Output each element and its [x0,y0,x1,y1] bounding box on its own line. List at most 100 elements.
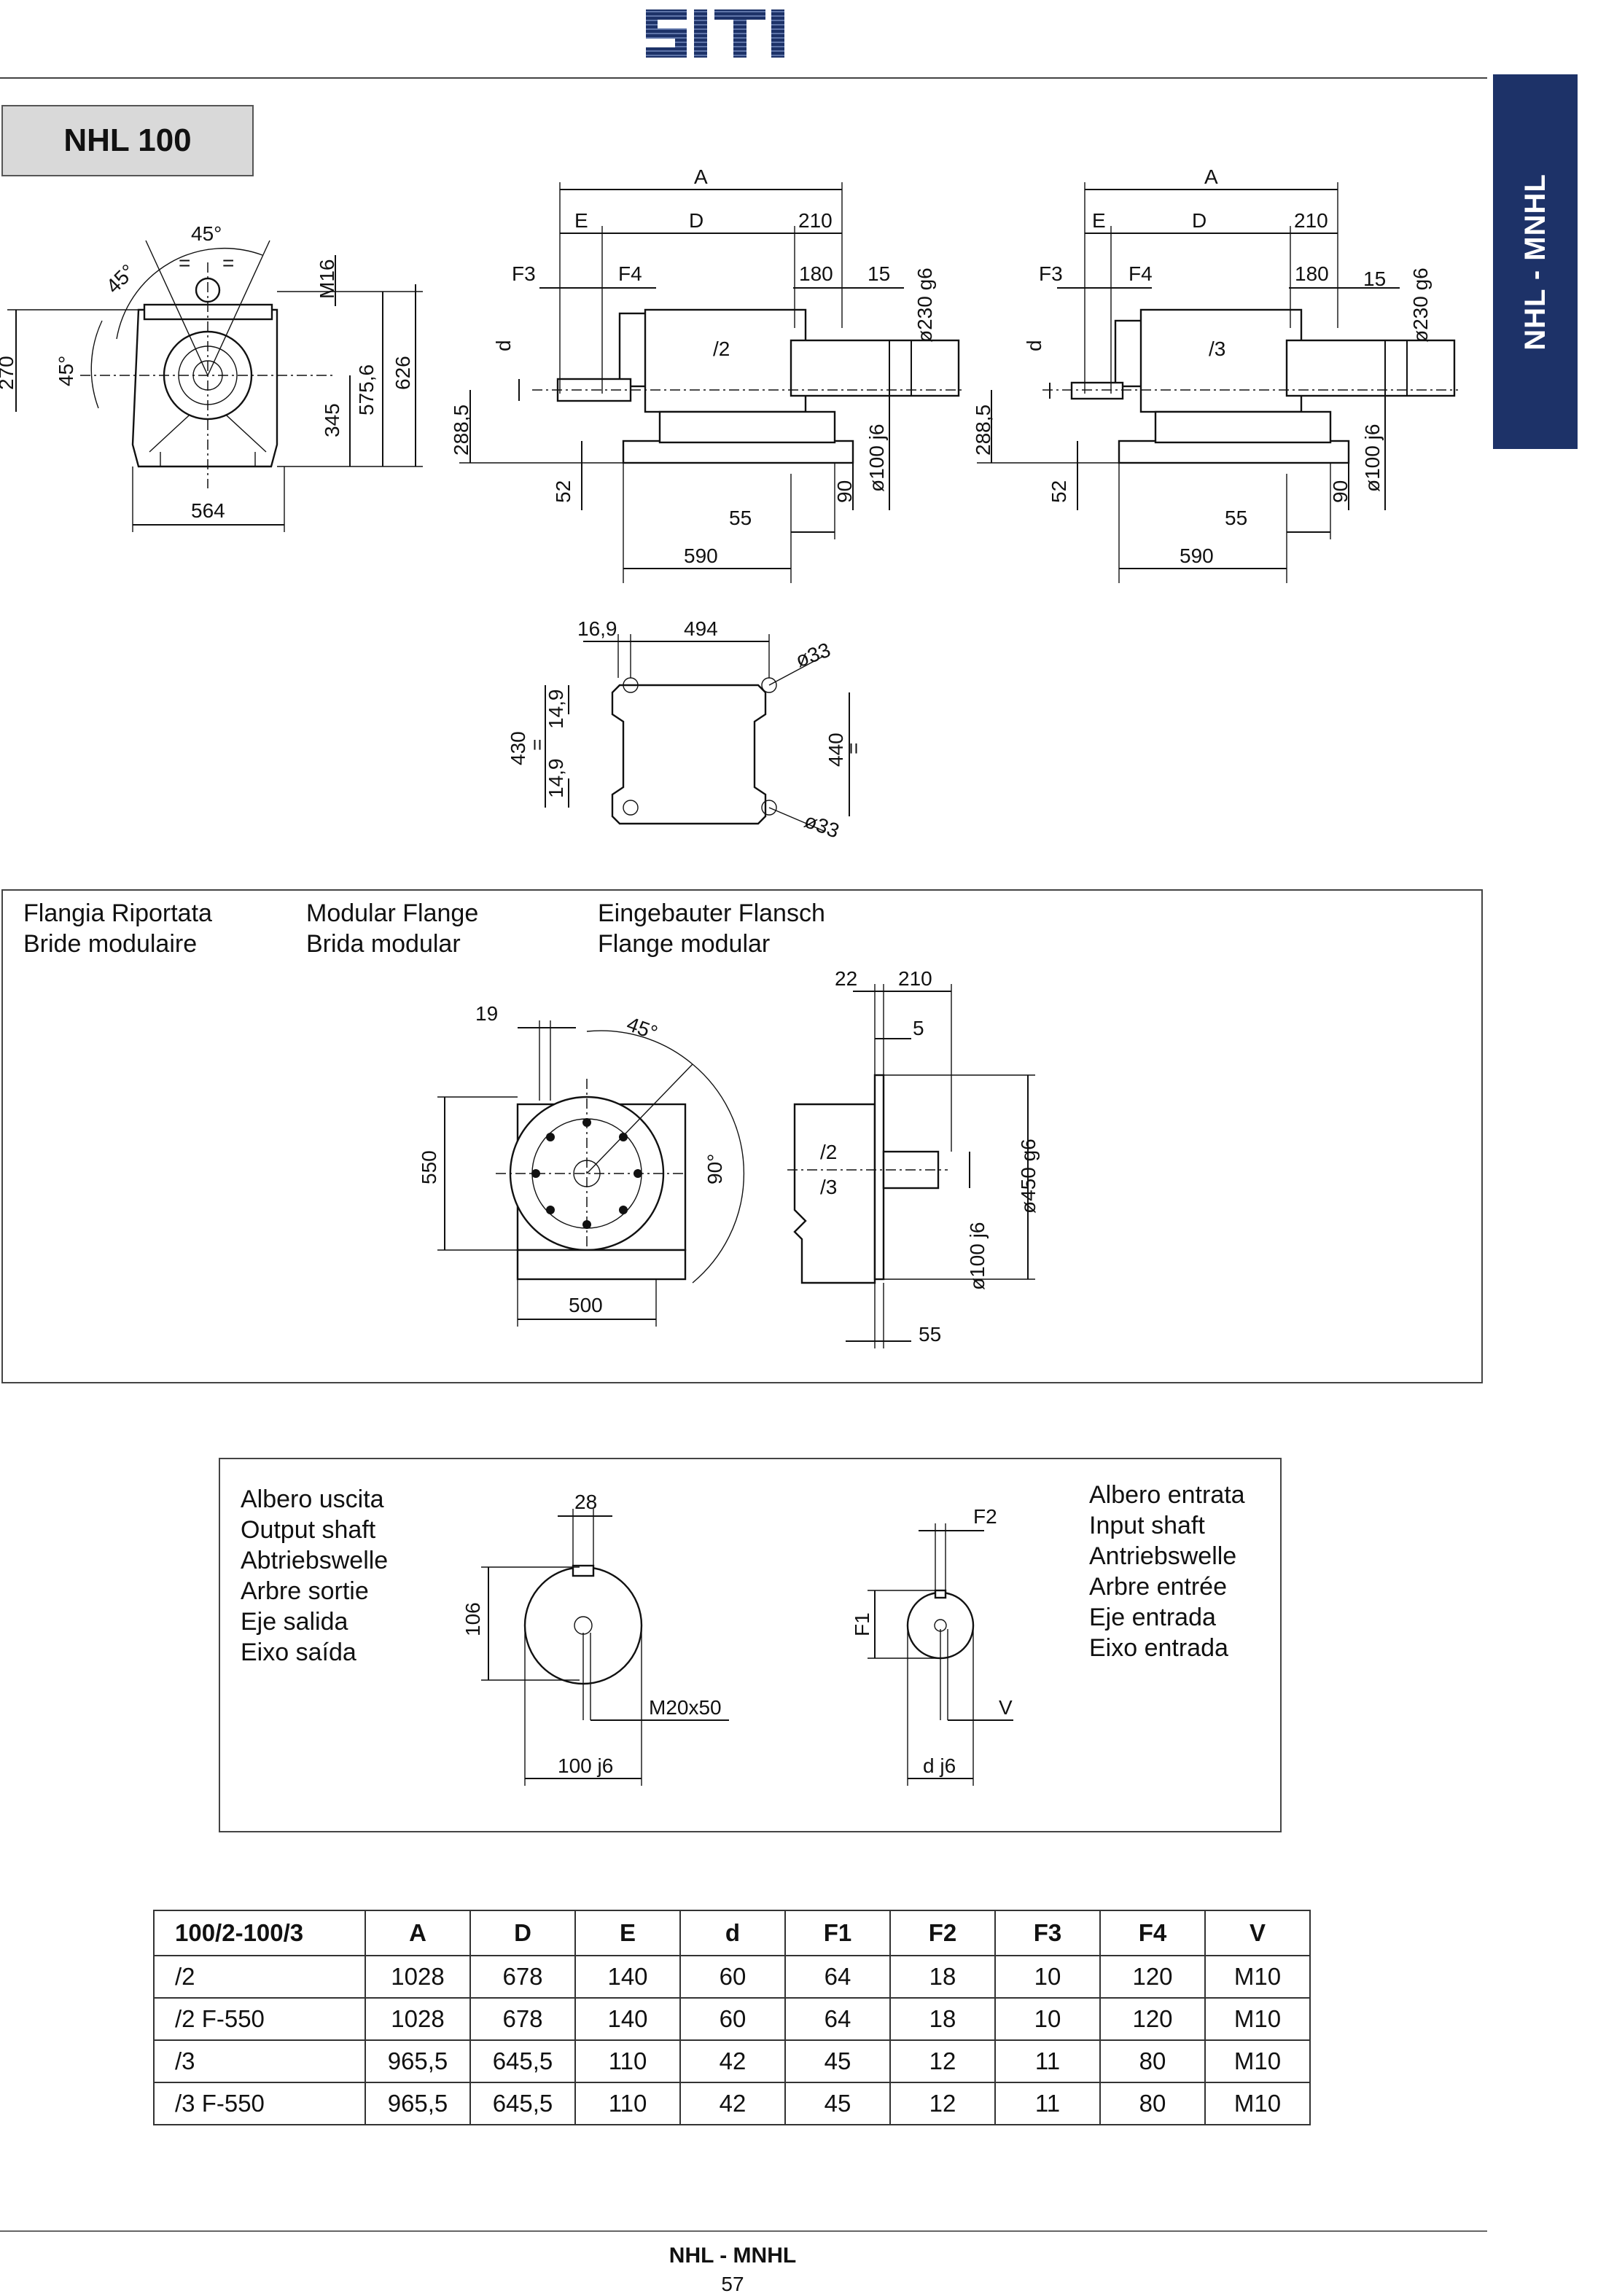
flange-label-pt: Flange modular [598,930,771,958]
side-view-ratio-2: /2 A E D 210 F3 F4 180 15 ø230 g6 d 288,… [450,165,962,583]
output-shaft-pt: Eixo saída [241,1639,356,1666]
dim-55: 55 [729,507,752,529]
table-cell: /2 [153,1955,366,1999]
diam-33-top: ø33 [792,639,833,672]
angle-45-side: 45° [55,356,77,386]
dim-210: 210 [1294,209,1328,232]
gear-housing [644,308,807,413]
dim-90: 90 [833,480,856,503]
table-cell: 80 [1099,2082,1206,2125]
dim-E: E [574,209,588,232]
output-shaft-de: Abtriebswelle [241,1547,389,1574]
table-cell: 64 [784,1997,891,2041]
angle-90: 90° [703,1154,726,1184]
eq-mark-1: = [179,251,190,274]
dim-A: A [1204,165,1218,188]
dim-16-9: 16,9 [577,617,617,640]
table-cell: 64 [784,1955,891,1999]
table-cell: 678 [469,1997,576,2041]
output-shaft-fr: Arbre sortie [241,1577,369,1605]
table-cell: 140 [574,1997,681,2041]
table-row: /2 1028 678 140 60 64 18 10 120 M10 [153,1955,1311,1999]
dim-270: 270 [0,356,17,390]
shaft-detail-drawing: 28 106 M20x50 100 j6 F2 F1 V d j6 [461,1491,1013,1786]
output-shaft [1285,339,1456,397]
table-cell: 645,5 [469,2039,576,2083]
dim-210: 210 [798,209,833,232]
diam-230-g6: ø230 g6 [913,268,936,343]
dim-590: 590 [1180,544,1214,567]
dim-F1: F1 [851,1612,873,1636]
shaft-detail-panel [219,1458,1282,1832]
table-cell: /3 [153,2039,366,2083]
col-header-F4: F4 [1099,1910,1206,1956]
dim-14-9-bottom: 14,9 [545,759,567,799]
ratio-3: /3 [820,1176,837,1198]
foot-outline [611,684,767,825]
dim-14-9-top: 14,9 [545,690,567,730]
ratio-label: /3 [1209,337,1225,360]
dim-E: E [1092,209,1106,232]
dim-F2: F2 [973,1505,997,1528]
dim-15: 15 [868,262,890,285]
flange-label-de: Eingebauter Flansch [598,899,825,927]
dimension-table: 100/2-100/3 A D E d F1 F2 F3 F4 V /2 102… [153,1910,1311,2125]
table-cell: 110 [574,2082,681,2125]
col-header-d: d [679,1910,786,1956]
section-tab-label: NHL - MNHL [1519,173,1551,351]
table-cell: 678 [469,1955,576,1999]
base-foot [1118,440,1350,464]
table-cell: 110 [574,2039,681,2083]
gear-housing [1139,308,1303,413]
dim-440: 440 [825,733,847,767]
dim-590: 590 [684,544,718,567]
dim-550: 550 [418,1150,440,1184]
output-shaft-en: Output shaft [241,1516,376,1544]
table-cell: M10 [1204,2082,1311,2125]
input-shaft-es: Eje entrada [1089,1604,1216,1631]
table-cell: 645,5 [469,2082,576,2125]
table-cell: 18 [889,1955,996,1999]
col-header-A: A [365,1910,471,1956]
dim-90: 90 [1329,480,1352,503]
input-shaft-it: Albero entrata [1089,1481,1245,1509]
table-cell: M10 [1204,1997,1311,2041]
diam-450-g6: ø450 g6 [1017,1139,1040,1214]
siti-logo [646,9,784,58]
col-header-E: E [574,1910,681,1956]
table-cell: 965,5 [365,2082,471,2125]
dim-564: 564 [191,499,225,522]
table-cell: M10 [1204,1955,1311,1999]
dim-288-5: 288,5 [972,405,994,456]
table-row: /3 965,5 645,5 110 42 45 12 11 80 M10 [153,2039,1311,2083]
dim-d: d [492,340,515,351]
ratio-label: /2 [713,337,730,360]
dim-430: 430 [507,731,529,765]
table-cell: 1028 [365,1955,471,1999]
dim-52: 52 [1048,480,1070,503]
table-cell: 1028 [365,1997,471,2041]
dim-500: 500 [569,1294,603,1316]
dim-106: 106 [461,1602,484,1636]
dim-55: 55 [1225,507,1247,529]
col-header-model: 100/2-100/3 [153,1910,366,1956]
footer-title: NHL - MNHL [668,2244,797,2268]
dim-F3: F3 [1039,262,1063,285]
dim-F4: F4 [1129,262,1153,285]
table-cell: 60 [679,1955,786,1999]
input-key [934,1589,947,1599]
table-row: /2 F-550 1028 678 140 60 64 18 10 120 M1… [153,1997,1311,2041]
dim-A: A [694,165,708,188]
footer-rule [0,2230,1487,2232]
flange-label-es: Brida modular [306,930,461,958]
table-cell: 10 [994,1955,1101,1999]
dim-D: D [1192,209,1207,232]
mount-hole [761,800,777,816]
input-shaft [1070,381,1124,400]
table-cell: 10 [994,1997,1101,2041]
col-header-V: V [1204,1910,1311,1956]
table-row: /3 F-550 965,5 645,5 110 42 45 12 11 80 … [153,2082,1311,2125]
diam-33-bottom: ø33 [801,809,842,843]
table-header-row: 100/2-100/3 A D E d F1 F2 F3 F4 V [153,1910,1311,1956]
diam-100-j6: ø100 j6 [966,1222,989,1290]
